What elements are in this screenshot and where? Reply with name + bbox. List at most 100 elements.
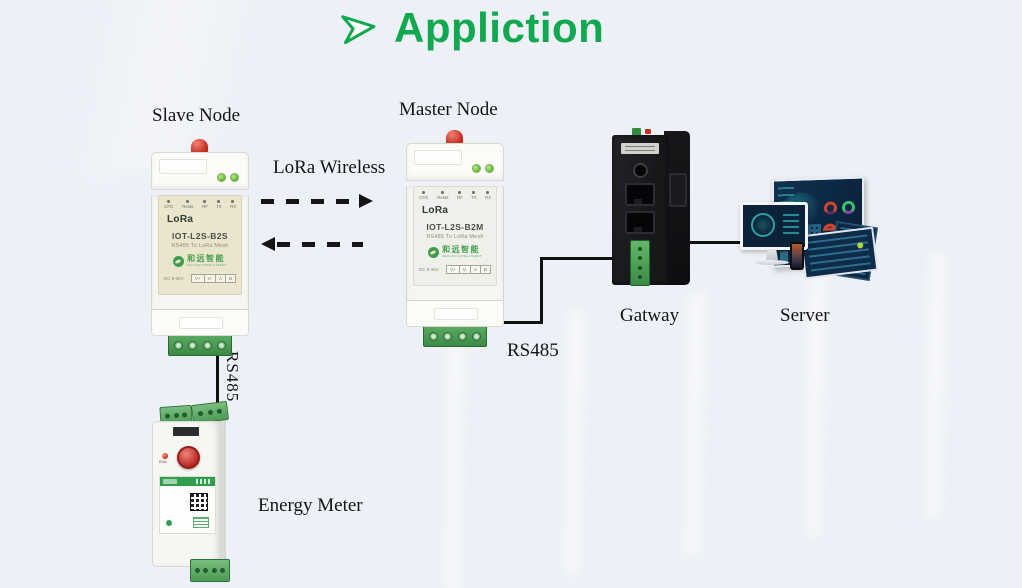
comm-port [173, 427, 199, 436]
rf-indicator: RF [202, 200, 208, 209]
device-subtitle: RS485 To LoRa Mesh [171, 243, 229, 249]
lora-arrow-left-dashes [277, 242, 363, 247]
terminal-block [168, 334, 232, 356]
reset-icon [186, 200, 190, 203]
gateway-terminal-block [630, 240, 650, 286]
din-clip [669, 173, 687, 207]
device-model: IOT-L2S-B2S [172, 231, 228, 241]
terminal-screw [164, 413, 170, 419]
tx-indicator: TX [216, 200, 222, 209]
module-bottom-housing [151, 310, 249, 336]
wire-to-gateway [540, 257, 622, 260]
terminal-screw [471, 331, 481, 341]
terminal-screw [188, 340, 198, 350]
wire-master-horizontal [468, 321, 543, 324]
device-faceplate: CFG Reset RF TX RX LoRa IOT-L2S-B2S RS48… [158, 195, 242, 295]
terminal-screw [182, 412, 188, 418]
device-faceplate: CFG Reset RF TX RX LoRa IOT-L2S-B2M RS48… [413, 186, 497, 286]
rf-icon [458, 191, 462, 194]
terminal-screw [220, 568, 226, 573]
arrowhead-icon [341, 15, 376, 45]
laptop-dashboard [799, 226, 879, 280]
title-text: Appliction [394, 4, 605, 51]
vendor-subname: HEYUAN INTELLIGENT [187, 263, 227, 267]
gateway-device [612, 128, 690, 290]
vendor-logo-icon [428, 246, 440, 258]
round-connector-icon [632, 163, 648, 178]
cfg-icon [422, 191, 426, 194]
globe-graphic [751, 213, 775, 237]
ethernet-port-icon [625, 183, 655, 206]
rx-icon [486, 191, 490, 194]
qr-code-icon [190, 493, 208, 511]
module-top-housing [406, 143, 504, 181]
wire-slave-meter [216, 347, 219, 413]
stat-rows [783, 214, 799, 236]
master-node-caption: Master Node [399, 99, 498, 120]
terminal-screw [429, 331, 439, 341]
green-dot [166, 520, 172, 526]
donut-chart [842, 200, 855, 215]
terminal-screw [173, 412, 179, 419]
energy-meter-caption: Energy Meter [258, 495, 363, 516]
slave-device: CFG Reset RF TX RX LoRa IOT-L2S-B2S RS48… [151, 139, 249, 356]
lora-brand: LoRa [422, 205, 449, 216]
server-cluster [740, 176, 879, 294]
tx-indicator: TX [471, 191, 477, 200]
cfg-indicator: CFG [419, 191, 429, 200]
terminal-screw [638, 256, 642, 261]
spec-box [193, 517, 209, 528]
terminal-screw [207, 409, 213, 416]
terminal-screw [211, 568, 217, 573]
tx-icon [217, 200, 221, 203]
rx-icon [231, 200, 235, 203]
antenna-connector-icon [446, 130, 463, 145]
module-body: CFG Reset RF TX RX LoRa IOT-L2S-B2S RS48… [151, 195, 249, 310]
terminal-screw [203, 568, 209, 573]
device-subtitle: RS485 To LoRa Mesh [426, 234, 484, 240]
module-bottom-housing [406, 301, 504, 327]
rf-indicator: RF [457, 191, 463, 200]
rf-icon [203, 200, 207, 203]
table-rows [807, 234, 871, 272]
donut-chart [824, 201, 837, 215]
vent-slot [414, 150, 462, 165]
rx-indicator: RX [230, 200, 236, 209]
lora-arrow-right-dashes [261, 199, 359, 204]
vent-slot [159, 159, 207, 174]
meter-label [159, 476, 216, 534]
reset-indicator: Reset [437, 191, 449, 200]
smartphone [790, 242, 804, 270]
terminal-screw [197, 410, 204, 417]
status-led [645, 129, 651, 134]
power-rating: DC 9-36V [419, 267, 439, 272]
vendor-logo-icon [173, 255, 185, 267]
ethernet-port-icon [625, 211, 655, 234]
power-rating: DC 9-36V [164, 276, 184, 281]
module-body: CFG Reset RF TX RX LoRa IOT-L2S-B2M RS48… [406, 186, 504, 301]
terminal-screw [216, 408, 223, 415]
reset-icon [441, 191, 445, 194]
cfg-indicator: CFG [164, 200, 174, 209]
terminal-block [423, 325, 487, 347]
rs485-vertical-caption: RS485 [223, 351, 242, 403]
energy-meter-device: RUN [148, 400, 232, 586]
monitor-stand [766, 249, 778, 260]
server-caption: Server [780, 305, 830, 326]
antenna-connector-icon [191, 139, 208, 154]
vendor-subname: HEYUAN INTELLIGENT [442, 254, 482, 258]
vent-slot [434, 308, 478, 320]
lora-arrow-left-head-icon [261, 237, 275, 251]
led-indicator [217, 173, 226, 182]
gateway-caption: Gatway [620, 305, 680, 326]
lora-wireless-caption: LoRa Wireless [273, 157, 386, 178]
vendor-name: 和远智能 [442, 245, 481, 254]
gateway-label [621, 143, 659, 154]
wire-master-vertical [540, 257, 543, 324]
terminal-screw [457, 331, 467, 341]
